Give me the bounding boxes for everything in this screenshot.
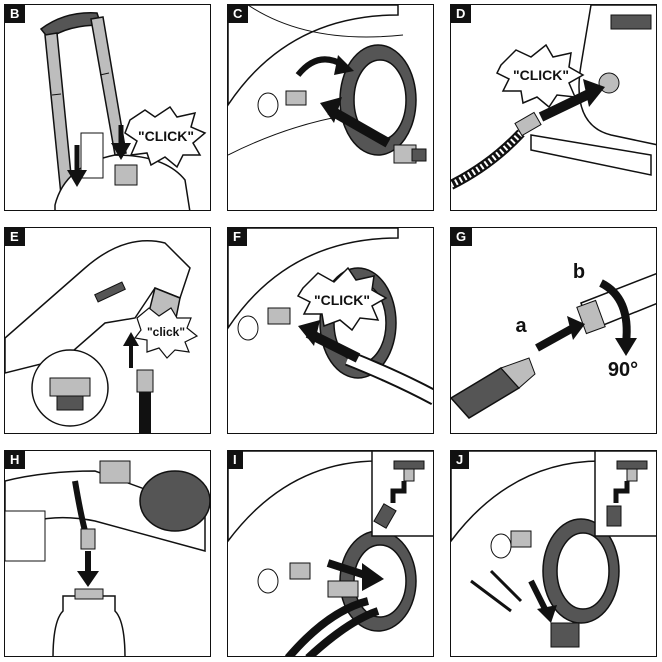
step-b-label: b bbox=[573, 261, 585, 283]
illustration-handle-insert: "CLICK" bbox=[39, 12, 207, 210]
illustration-spray-lance-connect: "CLICK" bbox=[228, 228, 433, 406]
panel-g: G a b 90° bbox=[450, 227, 657, 434]
arrow-icon bbox=[67, 125, 131, 187]
arrow-icon bbox=[298, 320, 361, 363]
click-callout: "CLICK" bbox=[138, 128, 194, 144]
panel-label: G bbox=[451, 228, 473, 246]
panel-label: H bbox=[5, 451, 26, 469]
panel-f: F "CLICK" bbox=[227, 227, 434, 434]
arrow-icon bbox=[538, 79, 605, 122]
panel-label: C bbox=[228, 5, 249, 23]
panel-i: I bbox=[227, 450, 434, 657]
illustration-filter-clean bbox=[451, 451, 656, 648]
click-callout: "click" bbox=[147, 325, 185, 339]
panel-label: D bbox=[451, 5, 472, 23]
arrow-icon bbox=[320, 97, 391, 148]
panel-c: C bbox=[227, 4, 434, 211]
panel-d: D "CLICK" bbox=[450, 4, 657, 211]
click-burst-icon bbox=[495, 43, 585, 109]
click-burst-icon bbox=[124, 105, 207, 169]
step-a-label: a bbox=[515, 315, 527, 337]
panel-h: H bbox=[4, 450, 211, 657]
arrow-icon bbox=[326, 559, 384, 591]
illustration-gun-connect: "click" bbox=[5, 240, 199, 433]
panel-b: B "CLICK" bbox=[4, 4, 211, 211]
panel-e: E "click" bbox=[4, 227, 211, 434]
faucet-icon bbox=[613, 460, 648, 503]
illustration-nozzle-attach: a b 90° bbox=[451, 261, 656, 419]
arrow-icon bbox=[77, 551, 99, 587]
illustration-detergent-hose bbox=[5, 460, 210, 656]
panel-j: J bbox=[450, 450, 657, 657]
faucet-icon bbox=[390, 460, 425, 503]
click-burst-icon bbox=[296, 266, 388, 332]
click-burst-icon bbox=[133, 307, 199, 359]
arrow-icon bbox=[535, 316, 585, 352]
panel-label: E bbox=[5, 228, 25, 246]
illustration-hose-connect bbox=[228, 5, 427, 164]
illustration-filter-remove bbox=[228, 451, 433, 656]
arrow-icon bbox=[528, 579, 557, 623]
rotate-arrow-icon bbox=[599, 279, 631, 344]
rotation-angle-label: 90° bbox=[608, 359, 638, 381]
arrow-icon bbox=[123, 332, 139, 368]
panel-label: B bbox=[5, 5, 26, 23]
click-callout: "CLICK" bbox=[314, 292, 370, 308]
click-callout: "CLICK" bbox=[513, 67, 569, 83]
panel-label: F bbox=[228, 228, 247, 246]
panel-label: J bbox=[451, 451, 470, 469]
panel-label: I bbox=[228, 451, 243, 469]
illustration-spray-hose-connect: "CLICK" bbox=[451, 5, 656, 190]
